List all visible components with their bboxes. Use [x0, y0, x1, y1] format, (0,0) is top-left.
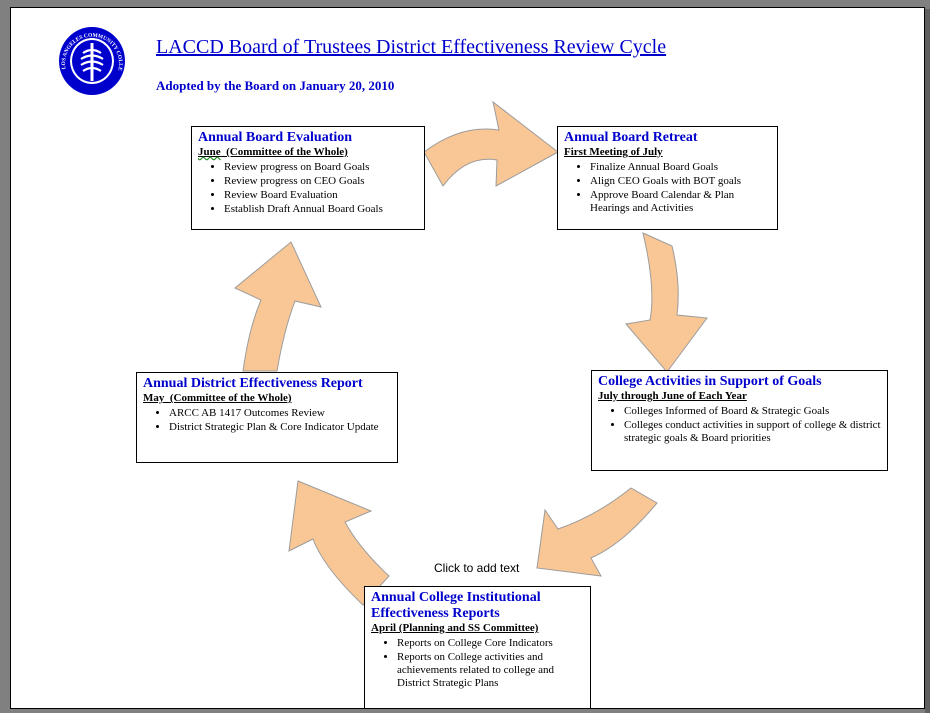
bullet-list: Colleges Informed of Board & Strategic G…	[598, 405, 881, 445]
list-item: District Strategic Plan & Core Indicator…	[169, 421, 391, 434]
list-item: Approve Board Calendar & Plan Hearings a…	[590, 189, 771, 215]
box-subheading: First Meeting of July	[564, 146, 663, 158]
box-college-activities[interactable]: College Activities in Support of Goals J…	[591, 370, 888, 471]
box-annual-board-evaluation[interactable]: Annual Board Evaluation June (Committee …	[191, 126, 425, 230]
box-subheading: July through June of Each Year	[598, 390, 747, 402]
bullet-list: Reports on College Core Indicators Repor…	[371, 637, 584, 690]
text-placeholder[interactable]: Click to add text	[434, 561, 520, 575]
list-item: Colleges Informed of Board & Strategic G…	[624, 405, 881, 418]
bullet-list: Review progress on Board Goals Review pr…	[198, 161, 418, 216]
list-item: Reports on College Core Indicators	[397, 637, 584, 650]
list-item: Review progress on CEO Goals	[224, 175, 418, 188]
box-subheading: April (Planning and SS Committee)	[371, 622, 539, 634]
box-annual-board-retreat[interactable]: Annual Board Retreat First Meeting of Ju…	[557, 126, 778, 230]
bullet-list: Finalize Annual Board Goals Align CEO Go…	[564, 161, 771, 215]
page-subtitle: Adopted by the Board on January 20, 2010	[156, 78, 395, 93]
box-district-effectiveness-report[interactable]: Annual District Effectiveness Report May…	[136, 372, 398, 463]
list-item: Colleges conduct activities in support o…	[624, 419, 881, 445]
box-college-effectiveness-reports[interactable]: Annual College Institutional Effectivene…	[364, 586, 591, 708]
arrow-district-to-evaluation	[234, 241, 322, 372]
slide-canvas[interactable]: LOS ANGELES COMMUNITY COLLEGE DISTRICT L…	[10, 7, 925, 709]
box-subheading: June (Committee of the Whole)	[198, 146, 418, 159]
box-heading: Annual Board Retreat	[564, 130, 698, 145]
box-heading: College Activities in Support of Goals	[598, 374, 822, 389]
box-subheading: May (Committee of the Whole)	[143, 392, 292, 404]
box-heading: Annual Board Evaluation	[198, 130, 353, 145]
box-heading: Annual District Effectiveness Report	[143, 376, 363, 391]
cycle-arrows	[234, 100, 708, 606]
bullet-list: ARCC AB 1417 Outcomes Review District St…	[143, 407, 391, 434]
subheading-rest: (Committee of the Whole)	[220, 146, 348, 158]
window-shadow	[925, 9, 930, 713]
page-title: LACCD Board of Trustees District Effecti…	[156, 36, 667, 58]
list-item: ARCC AB 1417 Outcomes Review	[169, 407, 391, 420]
subheading-month: June	[198, 146, 221, 158]
list-item: Establish Draft Annual Board Goals	[224, 203, 418, 216]
arrow-reports-to-district	[288, 480, 390, 606]
list-item: Reports on College activities and achiev…	[397, 651, 584, 690]
arrow-retreat-to-activities	[625, 232, 708, 373]
list-item: Align CEO Goals with BOT goals	[590, 175, 771, 188]
laccd-seal-logo: LOS ANGELES COMMUNITY COLLEGE DISTRICT	[57, 25, 125, 95]
arrow-evaluation-to-retreat	[423, 100, 559, 187]
list-item: Review progress on Board Goals	[224, 161, 418, 174]
list-item: Finalize Annual Board Goals	[590, 161, 771, 174]
arrow-activities-to-reports	[536, 487, 658, 577]
list-item: Review Board Evaluation	[224, 189, 418, 202]
box-heading: Annual College Institutional Effectivene…	[371, 590, 541, 621]
